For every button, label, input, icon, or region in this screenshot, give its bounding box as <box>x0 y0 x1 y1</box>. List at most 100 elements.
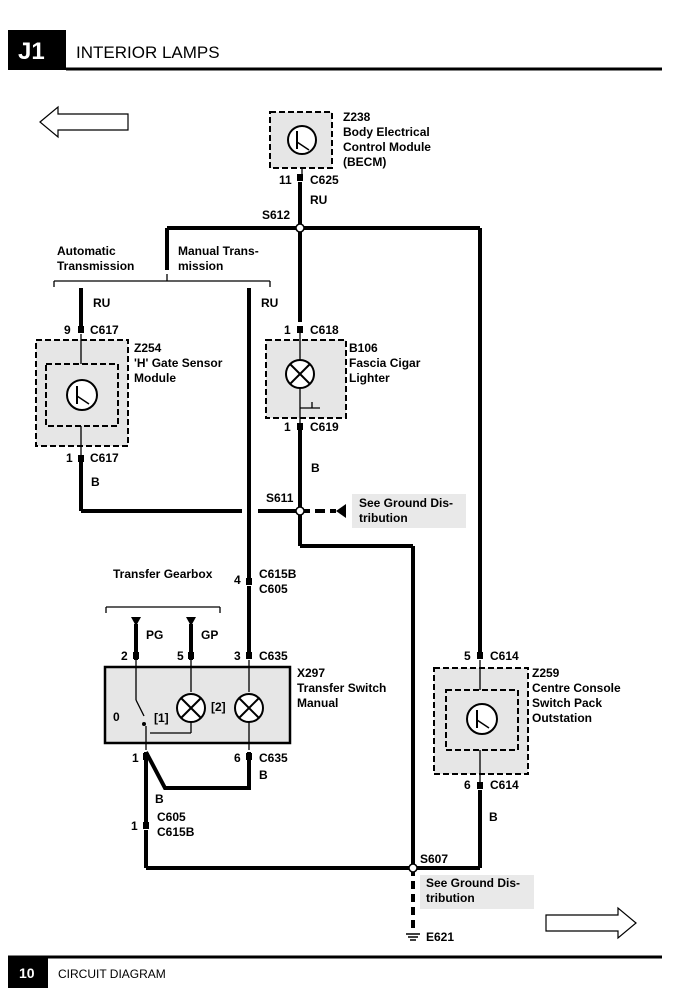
wire-color-ru-auto: RU <box>93 296 110 310</box>
ground-ref-text-4: tribution <box>426 891 475 905</box>
svg-text:[2]: [2] <box>211 700 226 714</box>
svg-text:C619: C619 <box>310 420 339 434</box>
ground-ref-text-2: tribution <box>359 511 408 525</box>
manual-trans-label-2: mission <box>178 259 223 273</box>
wire-color-gp: GP <box>201 628 218 642</box>
svg-text:C617: C617 <box>90 323 119 337</box>
footer-label: CIRCUIT DIAGRAM <box>58 967 166 981</box>
cigar-lighter-component <box>265 326 347 426</box>
svg-text:Outstation: Outstation <box>532 711 592 725</box>
gate-sensor-module <box>35 334 129 456</box>
section-code: J1 <box>18 38 45 65</box>
wire-color-ru-manual: RU <box>261 296 278 310</box>
cigar-lighter-labels: 1 C618 B106 Fascia Cigar Lighter 1 C619 <box>284 323 421 434</box>
wire-color-b-switch: B <box>259 768 268 782</box>
splice-s611-label: S611 <box>266 491 294 505</box>
splice-s612 <box>295 223 305 233</box>
svg-text:Fascia Cigar: Fascia Cigar <box>349 356 421 370</box>
svg-text:1: 1 <box>284 420 291 434</box>
svg-text:Z259: Z259 <box>532 666 560 680</box>
svg-text:C614: C614 <box>490 778 519 792</box>
svg-text:C615B: C615B <box>259 567 297 581</box>
svg-text:1: 1 <box>132 751 139 765</box>
svg-text:9: 9 <box>64 323 71 337</box>
splice-s611 <box>295 506 305 516</box>
pg-arrow-icon <box>131 617 141 626</box>
svg-text:Transfer Switch: Transfer Switch <box>297 681 386 695</box>
svg-text:11: 11 <box>279 173 292 187</box>
svg-text:C618: C618 <box>310 323 339 337</box>
connector-c615b-labels: 4 C615B C605 <box>234 567 297 596</box>
section-badge <box>8 30 66 70</box>
wire-color-ru-becm: RU <box>310 193 327 207</box>
auto-trans-label-1: Automatic <box>57 244 116 258</box>
wiring <box>79 182 482 932</box>
svg-text:Control Module: Control Module <box>343 140 431 154</box>
svg-text:Z254: Z254 <box>134 341 162 355</box>
svg-text:2: 2 <box>121 649 128 663</box>
svg-text:1: 1 <box>284 323 291 337</box>
becm-module <box>269 111 333 176</box>
console-switch-pack-module <box>433 660 529 784</box>
svg-text:1: 1 <box>131 819 138 833</box>
svg-text:'H' Gate Sensor: 'H' Gate Sensor <box>134 356 223 370</box>
svg-text:5: 5 <box>177 649 184 663</box>
next-page-arrow-icon[interactable] <box>545 906 637 940</box>
svg-text:Manual: Manual <box>297 696 338 710</box>
wire-color-b-cigar: B <box>311 461 320 475</box>
wire-color-b-gate: B <box>91 475 100 489</box>
transmission-bracket <box>53 274 271 287</box>
svg-text:(BECM): (BECM) <box>343 155 386 169</box>
transfer-gearbox-label: Transfer Gearbox <box>113 567 213 581</box>
page-number-badge <box>8 958 48 988</box>
wire-color-pg: PG <box>146 628 163 642</box>
svg-text:C635: C635 <box>259 649 288 663</box>
wire-color-b-console: B <box>489 810 498 824</box>
svg-text:[1]: [1] <box>154 711 169 725</box>
transfer-switch-labels: 2 5 3 C635 X297 Transfer Switch Manual 0… <box>113 649 386 765</box>
ground-arrow-icon <box>336 504 346 518</box>
ground-symbol-icon <box>406 933 420 941</box>
svg-text:6: 6 <box>234 751 241 765</box>
svg-text:C614: C614 <box>490 649 519 663</box>
svg-text:X297: X297 <box>297 666 325 680</box>
svg-text:4: 4 <box>234 573 241 587</box>
connector-c605-labels: 1 C605 C615B <box>131 810 195 839</box>
ground-ref-text-1: See Ground Dis- <box>359 496 453 510</box>
svg-text:Lighter: Lighter <box>349 371 390 385</box>
svg-text:3: 3 <box>234 649 241 663</box>
ground-ref-text-3: See Ground Dis- <box>426 876 520 890</box>
svg-text:5: 5 <box>464 649 471 663</box>
svg-text:C605: C605 <box>259 582 288 596</box>
page-number: 10 <box>19 965 35 981</box>
svg-text:Module: Module <box>134 371 176 385</box>
transfer-gearbox-bracket <box>105 606 221 613</box>
connector-pins <box>78 174 483 829</box>
svg-text:Z238: Z238 <box>343 110 371 124</box>
gp-arrow-icon <box>186 617 196 626</box>
svg-text:Switch Pack: Switch Pack <box>532 696 602 710</box>
svg-text:C605: C605 <box>157 810 186 824</box>
console-labels: 5 C614 Z259 Centre Console Switch Pack O… <box>464 649 621 792</box>
wire-color-b-loop: B <box>155 792 164 806</box>
svg-text:C635: C635 <box>259 751 288 765</box>
page-title: INTERIOR LAMPS <box>76 43 220 62</box>
splice-s612-label: S612 <box>262 208 290 222</box>
auto-trans-label-2: Transmission <box>57 259 134 273</box>
svg-text:C617: C617 <box>90 451 119 465</box>
prev-page-arrow-icon[interactable] <box>39 105 129 139</box>
svg-text:B106: B106 <box>349 341 378 355</box>
manual-trans-label-1: Manual Trans- <box>178 244 259 258</box>
ground-ref-box-s607[interactable] <box>420 875 534 909</box>
svg-text:Centre Console: Centre Console <box>532 681 621 695</box>
svg-text:1: 1 <box>66 451 73 465</box>
ground-ref-box-s611[interactable] <box>352 494 466 528</box>
svg-text:Body Electrical: Body Electrical <box>343 125 430 139</box>
splice-s607-label: S607 <box>420 852 448 866</box>
svg-text:C625: C625 <box>310 173 339 187</box>
svg-text:6: 6 <box>464 778 471 792</box>
transfer-switch-component <box>103 660 292 750</box>
gate-sensor-labels: 9 C617 Z254 'H' Gate Sensor Module 1 C61… <box>64 323 223 465</box>
becm-labels: Z238 Body Electrical Control Module (BEC… <box>279 110 431 187</box>
